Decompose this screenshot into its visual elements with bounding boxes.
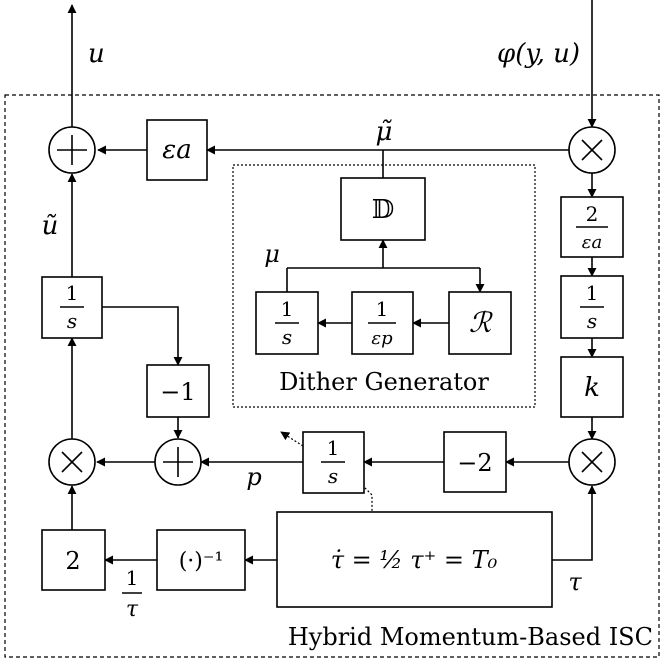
- block-eps-a: [146, 119, 208, 181]
- signal-mu-tilde-label: μ̃: [376, 117, 393, 147]
- wire-tau-to-mult: [552, 485, 597, 561]
- block-inv-eps-p-num: 1: [376, 297, 389, 321]
- multiplier-top-right: [568, 126, 616, 174]
- block-eps-a-label: εa: [162, 135, 191, 165]
- signal-phi-label: φ(y, u): [497, 39, 580, 69]
- signal-u-tilde-label: ũ: [42, 211, 59, 241]
- block-momentum-integrator-den: s: [328, 464, 338, 488]
- block-r: [448, 291, 512, 355]
- dither-generator-title: Dither Generator: [279, 368, 489, 396]
- multiplier-middle-right: [568, 438, 616, 486]
- block-two-over-eps-a-num: 2: [586, 202, 599, 226]
- system-boundary: [4, 94, 660, 658]
- signal-one-over-tau-den: τ: [126, 597, 139, 622]
- block-two: [41, 529, 106, 591]
- block-d: [340, 177, 426, 241]
- system-title: Hybrid Momentum-Based ISC: [288, 623, 653, 651]
- sum-junction-top-left: [48, 126, 96, 174]
- signal-tau-label: τ: [568, 568, 582, 596]
- block-right-integrator-num: 1: [586, 281, 599, 305]
- wire-reset-out: [280, 431, 304, 447]
- block-r-label: ℛ: [469, 306, 493, 339]
- block-left-integrator-num: 1: [66, 281, 79, 305]
- block-momentum-integrator-num: 1: [327, 436, 340, 460]
- signal-one-over-tau-num: 1: [126, 566, 139, 590]
- block-two-label: 2: [65, 547, 80, 575]
- signal-mu-label: μ: [264, 240, 280, 268]
- block-dither-integrator-num: 1: [281, 297, 294, 321]
- block-minus-one: [146, 364, 210, 418]
- block-minus-two-label: −2: [457, 449, 492, 477]
- block-inv-eps-p-den: εp: [371, 328, 393, 349]
- block-minus-two: [443, 431, 507, 493]
- block-d-label: 𝔻: [372, 195, 395, 225]
- block-right-integrator-den: s: [587, 309, 597, 333]
- signal-u-label: u: [88, 39, 105, 69]
- sum-junction-middle: [154, 438, 202, 486]
- signal-p-label: p: [246, 463, 261, 491]
- block-inverse-label: (·)⁻¹: [179, 549, 224, 574]
- wire-reset-in: [361, 484, 373, 512]
- wire-int-to-minus1: [102, 306, 183, 366]
- block-k: [560, 356, 624, 418]
- block-left-integrator-den: s: [67, 309, 77, 333]
- block-inverse: [156, 529, 246, 591]
- block-two-over-eps-a-den: εa: [582, 232, 602, 253]
- block-k-label: k: [584, 373, 600, 403]
- multiplier-middle-left: [48, 438, 96, 486]
- block-minus-one-label: −1: [160, 378, 195, 406]
- block-tau-dynamics: [276, 511, 553, 608]
- block-tau-dynamics-label: τ̇ = ½ τ⁺ = T₀: [331, 546, 498, 574]
- block-dither-integrator-den: s: [282, 325, 292, 349]
